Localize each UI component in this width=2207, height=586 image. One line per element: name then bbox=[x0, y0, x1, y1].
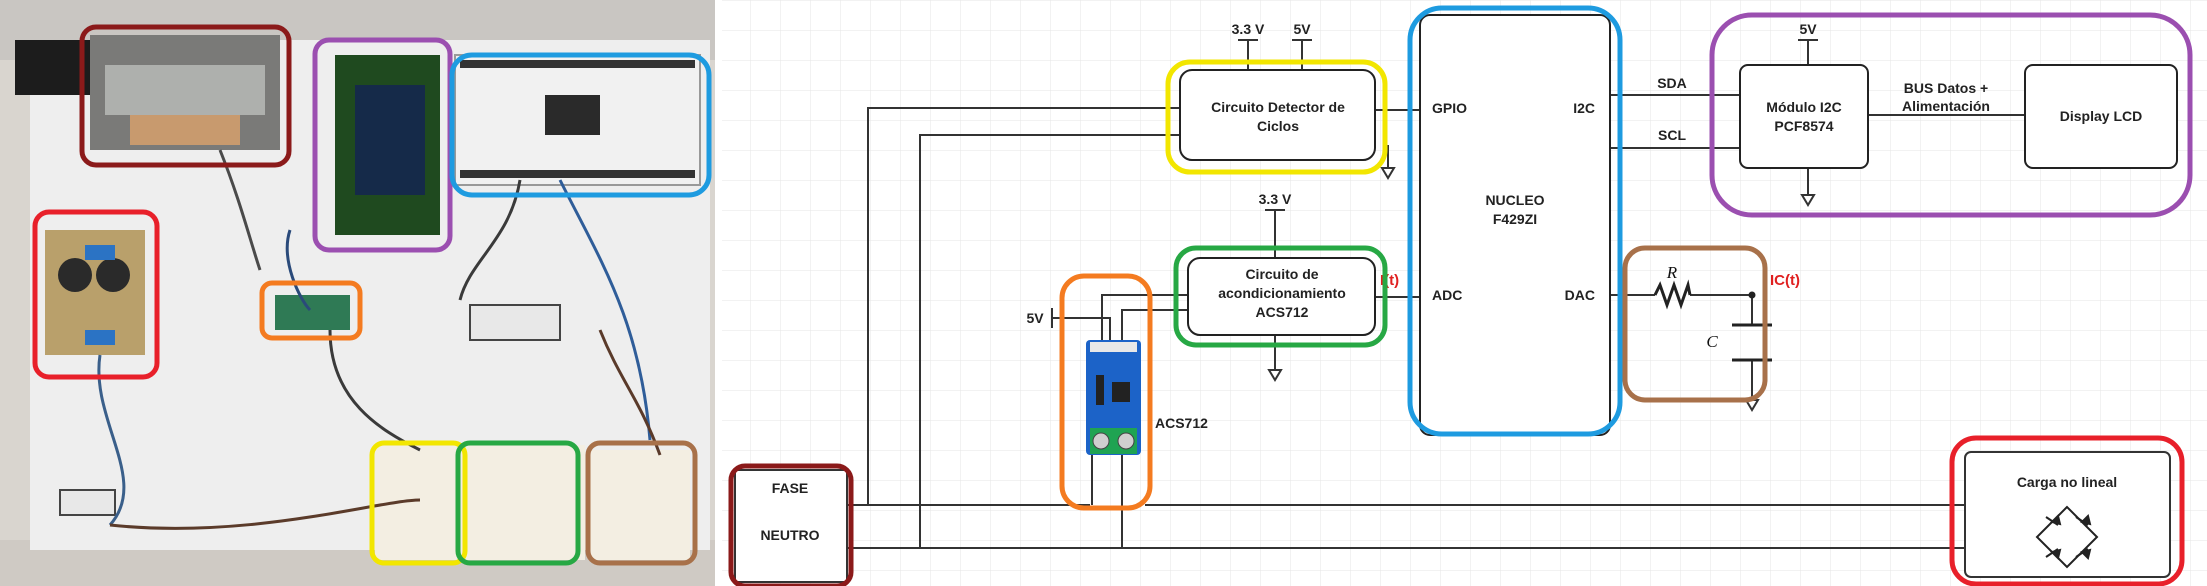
i2c-pin-label: I2C bbox=[1573, 100, 1595, 116]
fase-neutro-block bbox=[734, 469, 848, 583]
power-supply-board bbox=[45, 230, 145, 355]
fase-label: FASE bbox=[772, 480, 809, 496]
terminal-block bbox=[469, 304, 561, 341]
prototype-photo bbox=[0, 0, 715, 586]
photo-frame-detector bbox=[369, 440, 468, 566]
nucleo-title-line2: F429ZI bbox=[1493, 211, 1537, 227]
wiring bbox=[848, 40, 2025, 549]
photo-frame-acs712 bbox=[259, 280, 363, 341]
acs712-module bbox=[275, 295, 350, 330]
bridge-rectifier-icon bbox=[2035, 505, 2099, 569]
frame-sensor bbox=[1059, 273, 1153, 511]
frame-detector bbox=[1165, 59, 1388, 175]
i2c-module-title-line2: PCF8574 bbox=[1774, 118, 1833, 134]
conditioning-block bbox=[1187, 257, 1376, 336]
photo-frame-nucleo bbox=[449, 52, 712, 198]
acs712-sensor bbox=[1086, 340, 1141, 455]
frame-load bbox=[1949, 435, 2185, 586]
terminal-block bbox=[59, 489, 116, 516]
photo-frame-transformer bbox=[79, 24, 292, 168]
display-title: Display LCD bbox=[2060, 108, 2142, 124]
adc-pin-label: ADC bbox=[1432, 287, 1462, 303]
display-block bbox=[2024, 64, 2178, 169]
i2c-module-block bbox=[1739, 64, 1869, 169]
photo-frame-power-supply bbox=[32, 209, 160, 380]
breadboard bbox=[375, 445, 585, 560]
resistor bbox=[1653, 279, 1692, 310]
supply-3v3-conditioning: 3.3 V bbox=[1259, 191, 1292, 207]
lcd-display bbox=[335, 55, 440, 235]
nucleo-board bbox=[454, 54, 701, 186]
load-block bbox=[1964, 451, 2171, 578]
frame-conditioning bbox=[1173, 245, 1388, 348]
bus-label-line1: BUS Datos + bbox=[1904, 80, 1988, 96]
photo-frame-filter bbox=[585, 440, 698, 566]
sda-label: SDA bbox=[1657, 75, 1687, 91]
i2c-module-title-line1: Módulo I2C bbox=[1766, 99, 1841, 115]
compensation-current-label: IC(t) bbox=[1770, 272, 1800, 289]
acs712-label: ACS712 bbox=[1155, 415, 1208, 431]
nucleo-title-line1: NUCLEO bbox=[1485, 192, 1544, 208]
detector-title-line2: Ciclos bbox=[1257, 118, 1299, 134]
conditioning-title-line2: acondicionamiento bbox=[1218, 285, 1346, 301]
detector-block bbox=[1179, 69, 1376, 161]
supply-5v-sensor: 5V bbox=[1026, 310, 1044, 326]
wires bbox=[97, 149, 662, 530]
supply-5v-i2c: 5V bbox=[1799, 21, 1817, 37]
frame-nucleo bbox=[1407, 5, 1623, 437]
breadboard bbox=[590, 450, 690, 560]
photo-frame-conditioning bbox=[455, 440, 581, 566]
capacitor-label: C bbox=[1706, 332, 1718, 351]
block-diagram: FASE NEUTRO Circuito Detector de Ciclos … bbox=[722, 0, 2207, 586]
load-title: Carga no lineal bbox=[2017, 474, 2117, 490]
power-plug bbox=[15, 40, 90, 95]
frame-fase-neutro bbox=[728, 463, 854, 586]
frame-rc-filter bbox=[1622, 245, 1768, 403]
frame-display-group bbox=[1709, 12, 2193, 218]
conditioning-title-line1: Circuito de bbox=[1245, 266, 1318, 282]
detector-title-line1: Circuito Detector de bbox=[1211, 99, 1345, 115]
bus-label-line2: Alimentación bbox=[1902, 98, 1990, 114]
resistor-label: R bbox=[1666, 263, 1678, 282]
supply-5v-detector: 5V bbox=[1293, 21, 1311, 37]
supply-tick bbox=[1051, 39, 1818, 328]
neutro-label: NEUTRO bbox=[760, 527, 819, 543]
conditioning-title-line3: ACS712 bbox=[1256, 304, 1309, 320]
scl-label: SCL bbox=[1658, 127, 1686, 143]
supply-3v3-detector: 3.3 V bbox=[1232, 21, 1265, 37]
junction-dot bbox=[1748, 291, 1756, 299]
dac-pin-label: DAC bbox=[1565, 287, 1595, 303]
gpio-pin-label: GPIO bbox=[1432, 100, 1467, 116]
transformer bbox=[90, 35, 280, 150]
